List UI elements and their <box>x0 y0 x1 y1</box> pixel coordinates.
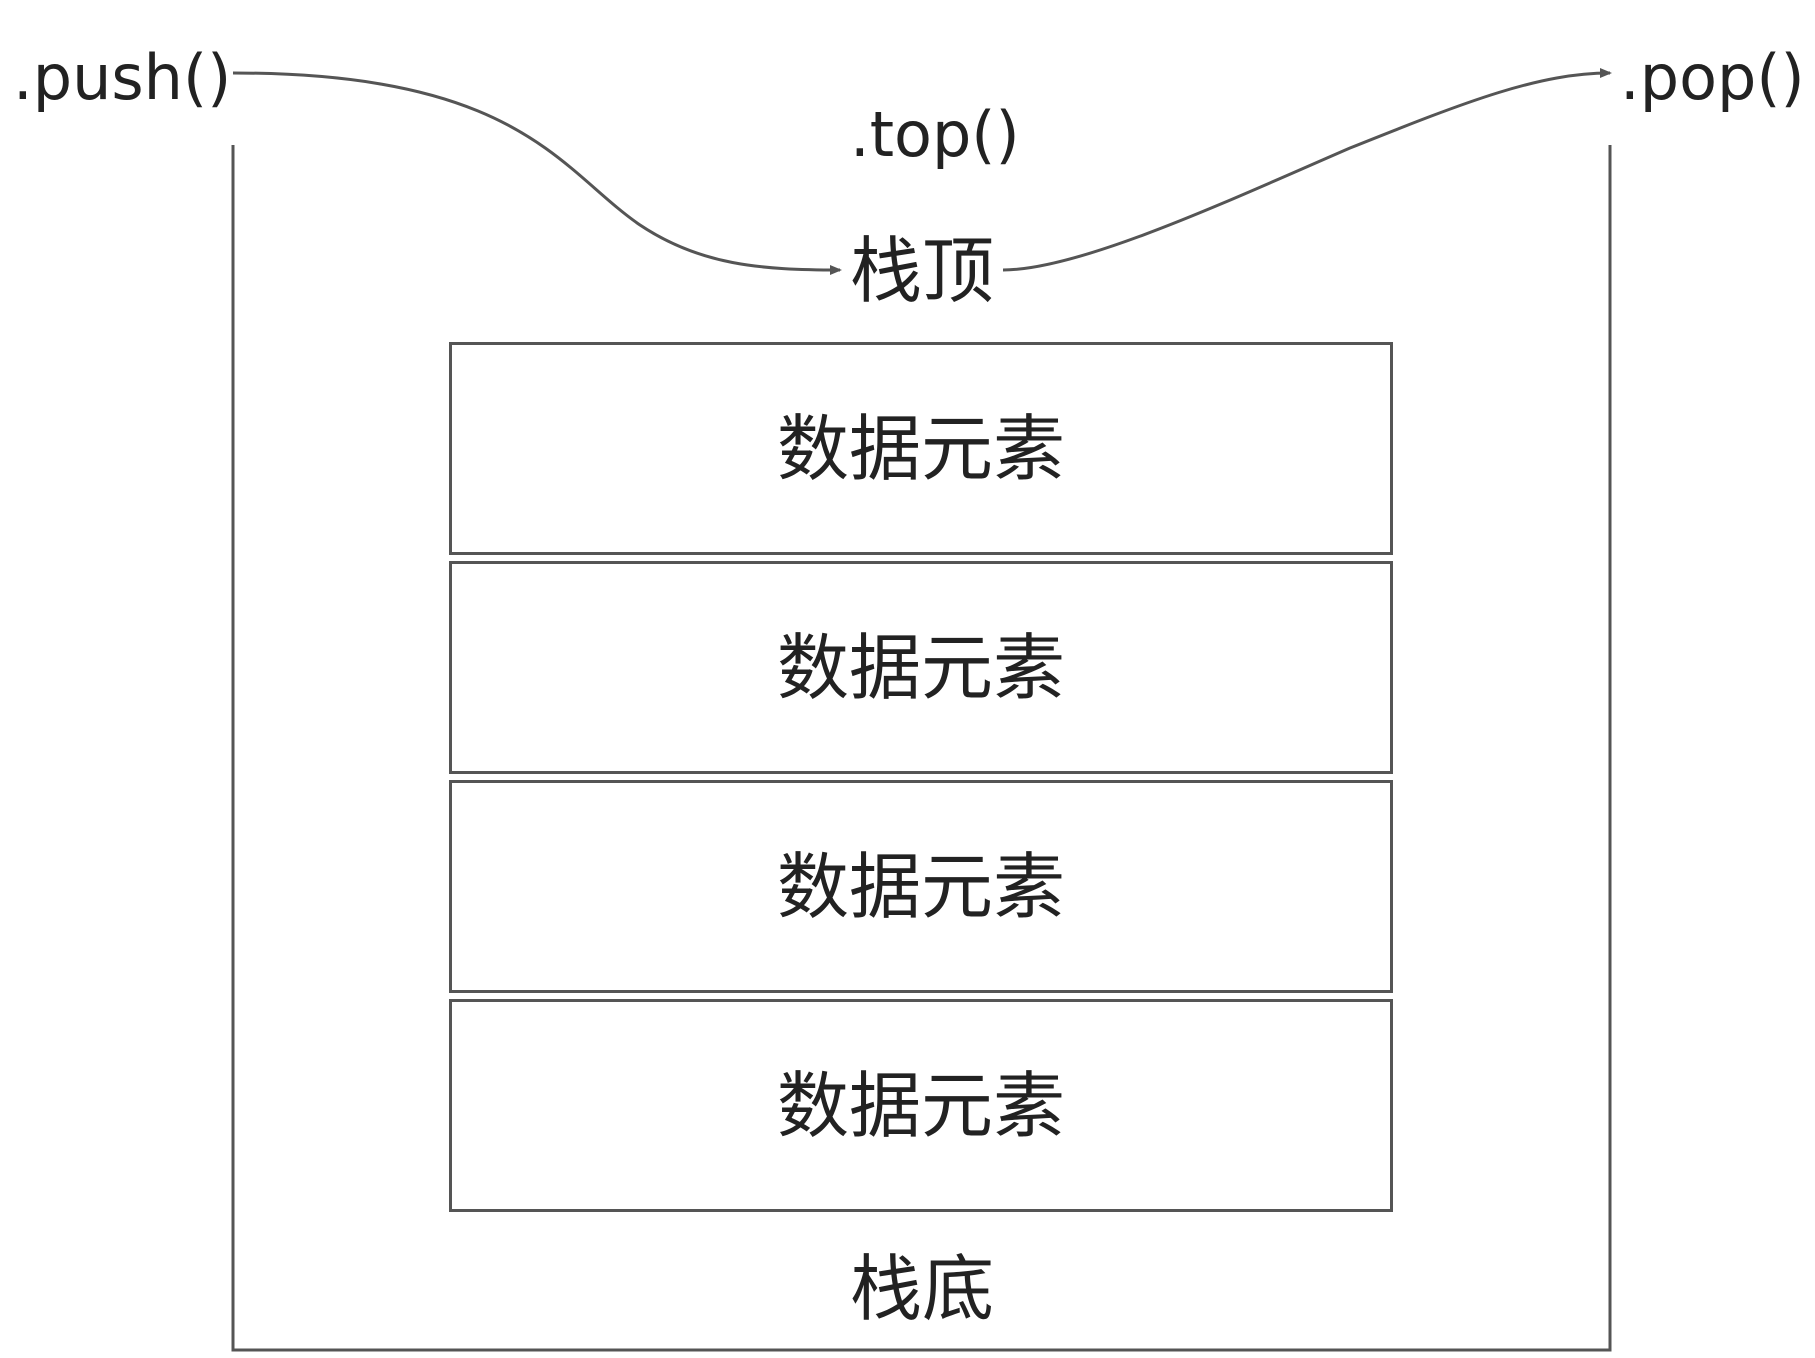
stack-container <box>231 145 1612 1352</box>
pop-operation-label: .pop() <box>1620 41 1805 114</box>
stack-element-label: 数据元素 <box>776 625 1065 710</box>
stack-top-label: 栈顶 <box>850 229 995 313</box>
stack-element: 数据元素 <box>449 999 1393 1212</box>
stack-element-label: 数据元素 <box>776 844 1065 929</box>
stack-element: 数据元素 <box>449 342 1393 555</box>
push-operation-label: .push() <box>13 41 232 114</box>
stack-element: 数据元素 <box>449 561 1393 774</box>
top-operation-label: .top() <box>850 98 1020 171</box>
stack-element-label: 数据元素 <box>776 1063 1065 1148</box>
push-arrow <box>232 71 842 275</box>
stack-element-label: 数据元素 <box>776 406 1065 491</box>
pop-arrow <box>1002 68 1612 272</box>
stack-bottom-label: 栈底 <box>850 1247 995 1331</box>
stack-element: 数据元素 <box>449 780 1393 993</box>
